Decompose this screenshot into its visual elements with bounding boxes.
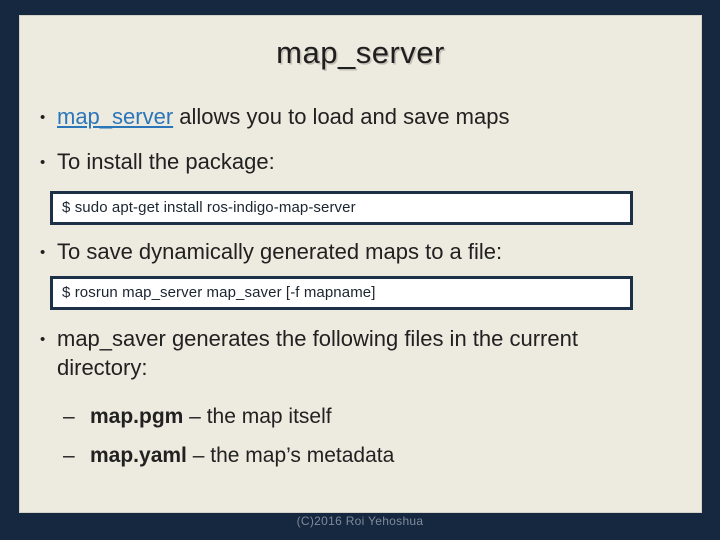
code-box-install: $ sudo apt-get install ros-indigo-map-se…	[50, 191, 633, 225]
bullet-dot: •	[40, 244, 46, 261]
sub-bullet-text: map.yaml – the map’s metadata	[90, 443, 394, 469]
bullet-text: map_server allows you to load and save m…	[57, 103, 509, 132]
bullet-text: To install the package:	[57, 149, 275, 174]
bullet-dot: •	[40, 154, 46, 171]
sub-bullet-map-pgm: – map.pgm – the map itself	[63, 404, 332, 430]
bullet-dot: •	[40, 109, 46, 126]
dash-marker: –	[63, 444, 75, 467]
code-command: $ sudo apt-get install ros-indigo-map-se…	[62, 199, 356, 216]
file-name: map.pgm	[90, 405, 184, 428]
bullet-dot: •	[40, 331, 46, 348]
bullet-map-saver-files: • map_saver generates the following file…	[30, 325, 637, 382]
file-name: map.yaml	[90, 444, 187, 467]
copyright-footer: (C)2016 Roi Yehoshua	[296, 514, 424, 528]
sub-bullet-text: map.pgm – the map itself	[90, 404, 332, 430]
sub-bullet-map-yaml: – map.yaml – the map’s metadata	[63, 443, 394, 469]
bullet-text-rest: allows you to load and save maps	[173, 104, 510, 129]
dash-marker: –	[63, 405, 75, 428]
bullet-text: To save dynamically generated maps to a …	[57, 239, 503, 264]
bullet-save-maps: • To save dynamically generated maps to …	[30, 238, 502, 267]
slide: map_server • map_server allows you to lo…	[19, 15, 702, 513]
code-command: $ rosrun map_server map_saver [-f mapnam…	[62, 284, 376, 301]
file-description: – the map’s metadata	[186, 444, 395, 467]
bullet-map-server: • map_server allows you to load and save…	[30, 103, 509, 132]
bullet-text: map_saver generates the following files …	[57, 326, 578, 380]
code-box-map-saver: $ rosrun map_server map_saver [-f mapnam…	[50, 276, 633, 310]
map-server-link[interactable]: map_server	[57, 104, 174, 129]
slide-title: map_server	[276, 35, 445, 70]
bullet-install: • To install the package:	[30, 148, 275, 177]
file-description: – the map itself	[183, 405, 332, 428]
